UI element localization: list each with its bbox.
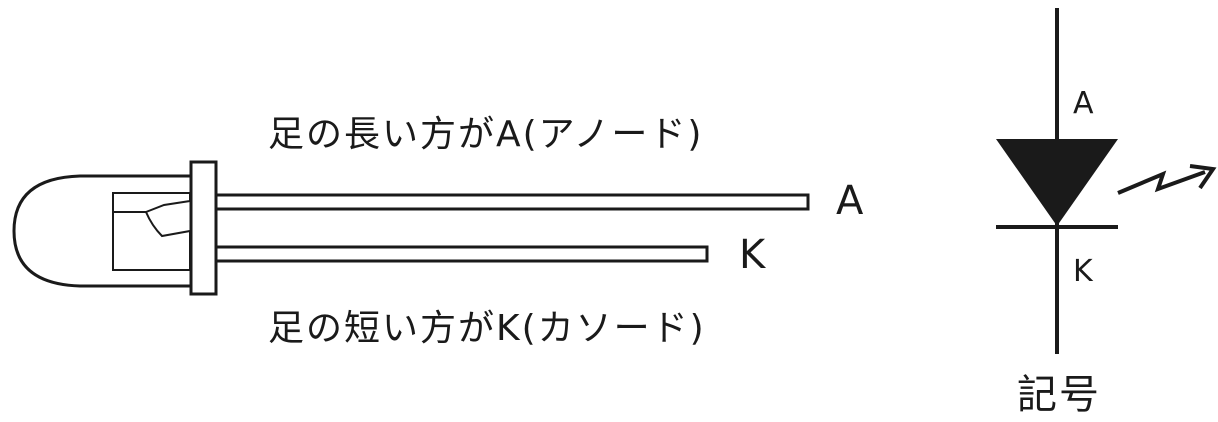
cathode-lead-letter: K [739,232,766,278]
cathode-lead [214,245,709,263]
anode-lead [214,193,810,211]
symbol-caption: 記号 [1017,372,1101,418]
led-flange [189,160,218,296]
symbol-anode-letter: A [1073,86,1094,121]
diode-triangle [996,139,1118,226]
short-lead-caption: 足の短い方がK(カソード) [268,308,706,349]
light-arrow-line [1117,170,1206,195]
led-body-outline [12,174,192,288]
anode-lead-letter: A [836,178,864,224]
long-lead-caption: 足の長い方がA(アノード) [268,114,704,155]
led-internal-anvil [112,192,191,271]
light-arrow-head [1189,164,1217,190]
symbol-cathode-letter: K [1073,254,1093,289]
